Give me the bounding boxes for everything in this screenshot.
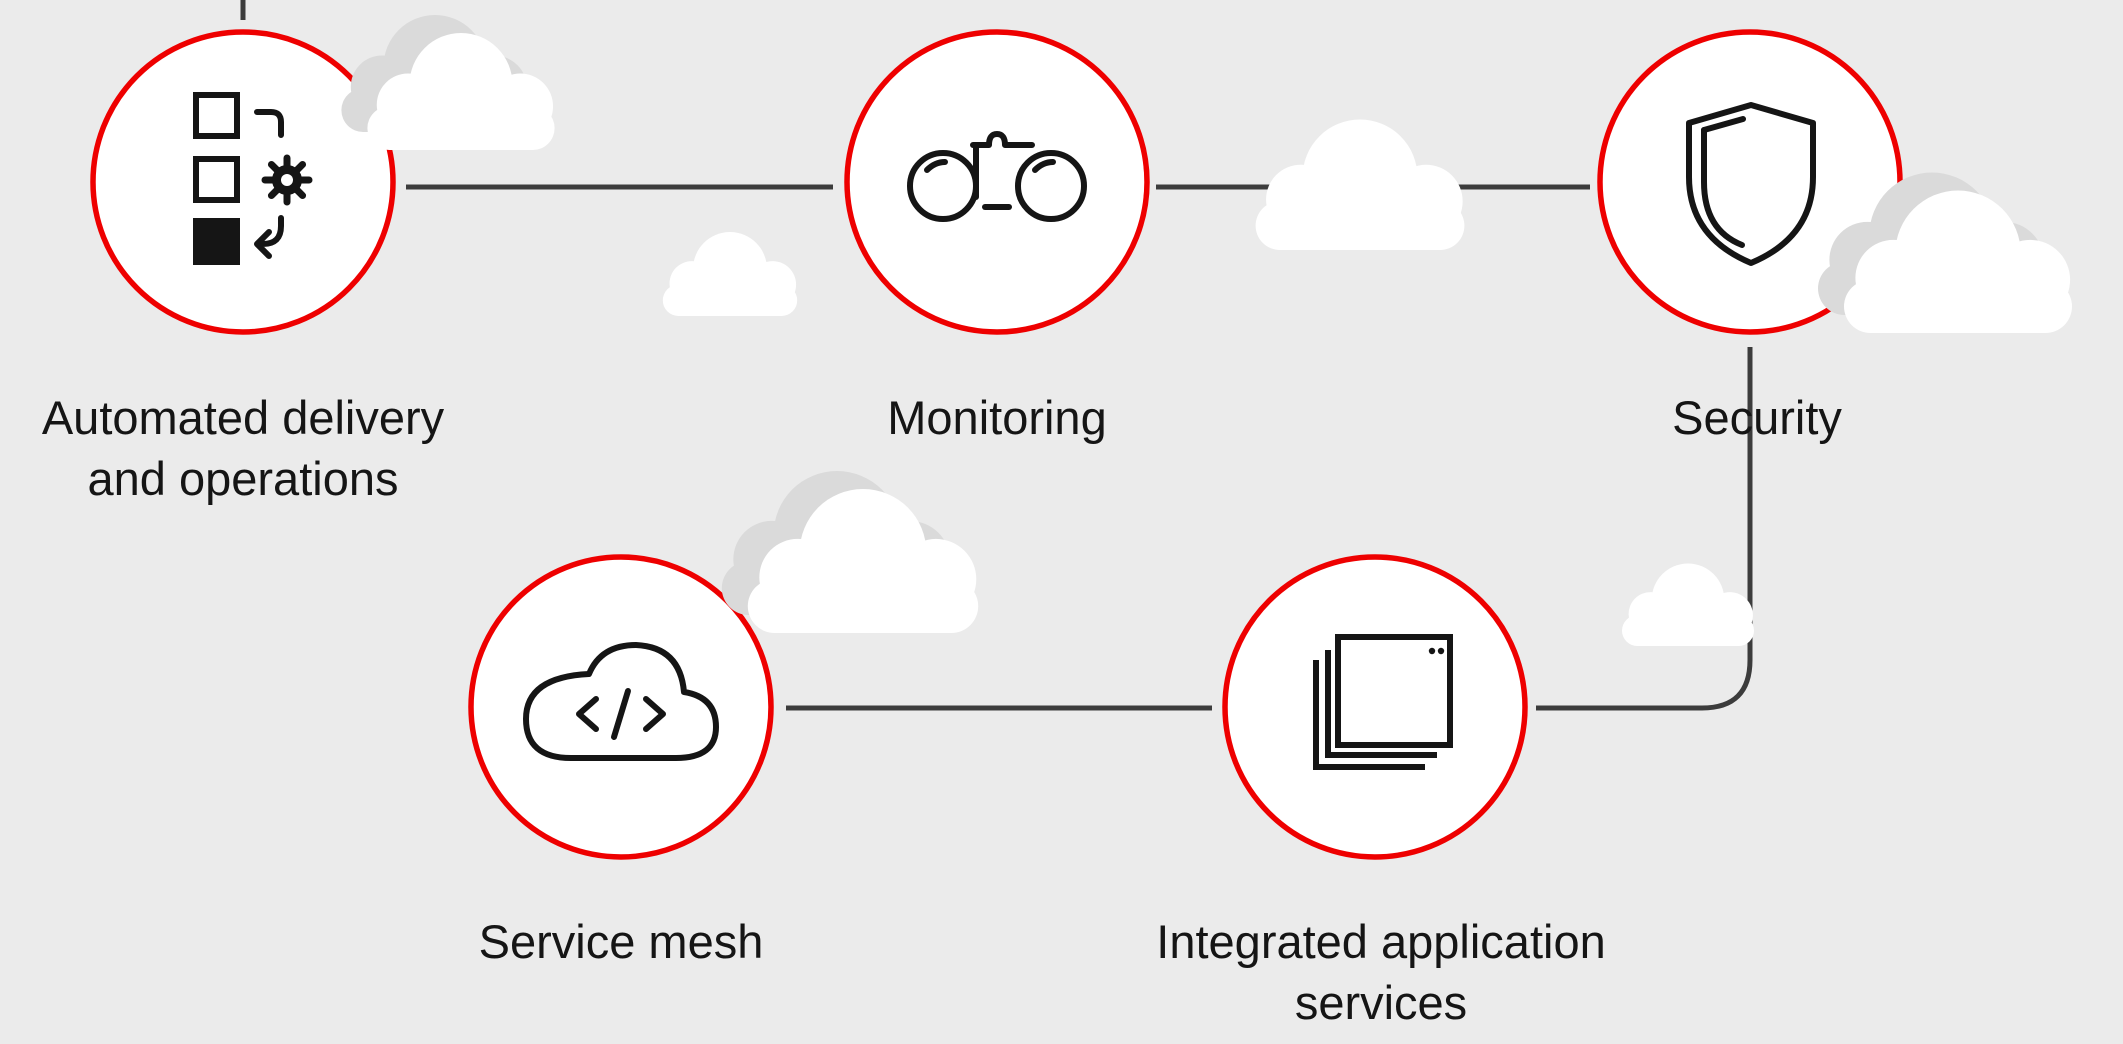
node-label-integration: Integrated application services xyxy=(1081,911,1681,1033)
clouds-layer xyxy=(341,15,2072,646)
node-service-mesh xyxy=(468,554,774,860)
cloud-decoration xyxy=(662,232,798,316)
node-label-security-line-1: Security xyxy=(1672,391,1842,444)
automation-checklist-icon xyxy=(193,92,313,265)
node-integration xyxy=(1222,554,1528,860)
cloud-decoration xyxy=(1622,563,1754,646)
node-ring-integration xyxy=(1222,554,1528,860)
node-label-automation-line-2: and operations xyxy=(87,452,399,505)
node-label-service-mesh: Service mesh xyxy=(421,911,821,972)
cloud-decoration xyxy=(1255,119,1465,250)
node-ring-automation xyxy=(90,29,396,335)
node-label-service-mesh-line-1: Service mesh xyxy=(478,915,764,968)
cloud-code-icon xyxy=(523,642,719,761)
node-label-security: Security xyxy=(1557,387,1957,448)
cloud-decoration xyxy=(1818,172,2072,333)
node-label-integration-line-2: services xyxy=(1294,976,1468,1029)
node-label-monitoring: Monitoring xyxy=(797,387,1197,448)
node-monitoring xyxy=(844,29,1150,335)
cloud-decoration xyxy=(341,15,555,150)
node-automation xyxy=(90,29,396,335)
node-security xyxy=(1597,29,1903,335)
binoculars-icon xyxy=(907,131,1087,222)
node-label-automation-line-1: Automated delivery xyxy=(41,391,445,444)
node-label-automation: Automated delivery and operations xyxy=(0,387,486,509)
nodes-layer xyxy=(90,29,1903,860)
node-label-integration-line-1: Integrated application xyxy=(1156,915,1606,968)
node-label-monitoring-line-1: Monitoring xyxy=(887,391,1107,444)
connector-security-integration xyxy=(1536,347,1753,711)
cloud-decoration xyxy=(721,471,979,633)
shield-icon xyxy=(1686,102,1816,266)
node-ring-monitoring xyxy=(844,29,1150,335)
stacked-windows-icon xyxy=(1313,634,1453,770)
